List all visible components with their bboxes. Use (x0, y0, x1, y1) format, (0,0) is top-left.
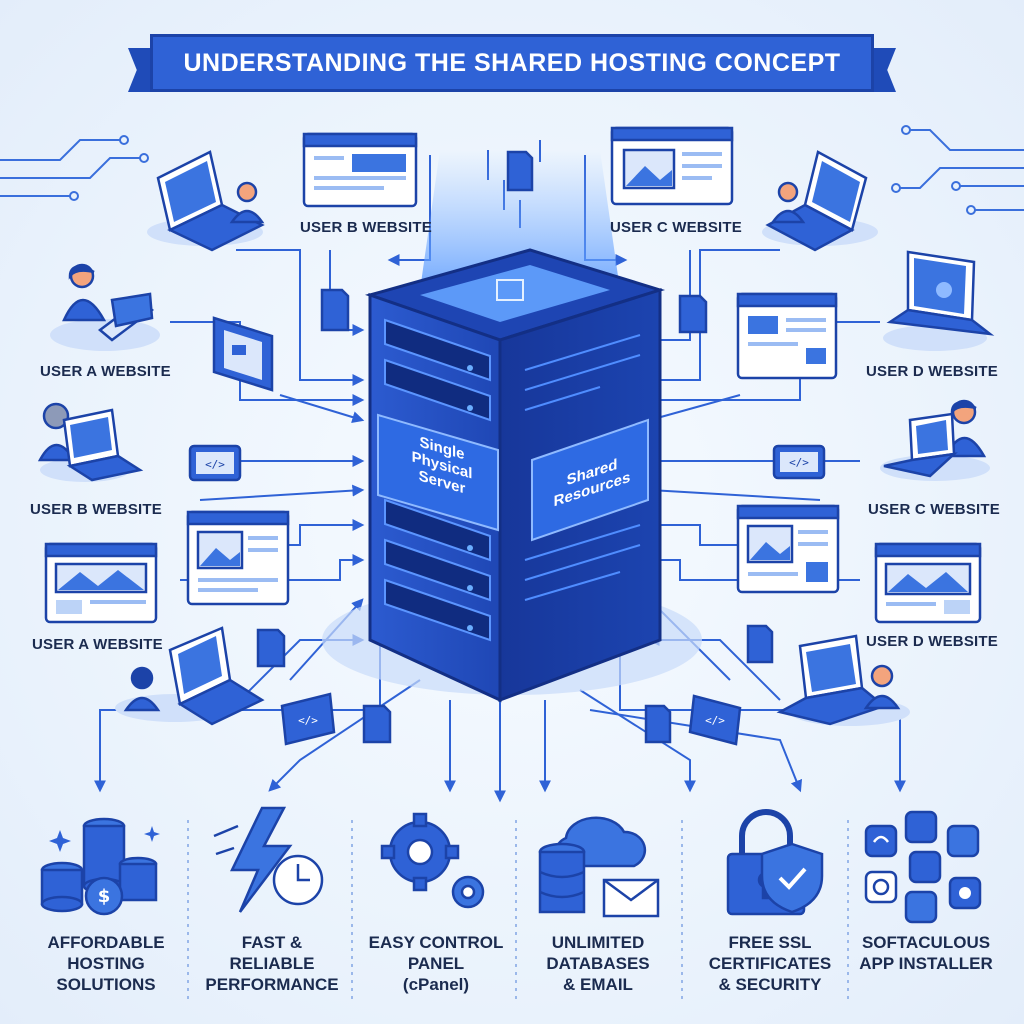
svg-text:$: $ (98, 886, 111, 907)
front-label-plate (377, 413, 499, 532)
svg-text:</>: </> (205, 458, 225, 471)
feature-label-line: Panel (407, 954, 465, 973)
feature-label-line: Easy Control (368, 933, 504, 952)
browser-window-icon (736, 504, 840, 594)
laptop-icon (115, 626, 265, 726)
browser-window-icon (212, 316, 274, 392)
side-panel-lines (524, 334, 641, 601)
feature-label-line: Solutions (56, 975, 156, 994)
user-avatar-icon (863, 664, 901, 710)
browser-window-icon (874, 542, 982, 624)
website-label-user-c: USER C WEBSITE (610, 219, 742, 236)
title-banner: UNDERSTANDING THE SHARED HOSTING CONCEPT (128, 34, 896, 94)
feature-ssl-security: Free SSL Certificates & Security (690, 932, 850, 995)
person-with-laptop-icon (50, 263, 160, 351)
feature-control-panel: Easy Control Panel (cPanel) (356, 932, 516, 995)
feature-label-line: Free SSL (728, 933, 812, 952)
coins-icon: $ (40, 817, 160, 916)
feature-fast-reliable: Fast & Reliable Performance (192, 932, 352, 995)
feature-label-line: Softaculous (861, 933, 991, 952)
feature-label-line: Performance (205, 975, 339, 994)
monitor-with-user-icon (37, 402, 144, 482)
server-top-glow (420, 265, 610, 322)
svg-text:</>: </> (789, 456, 809, 469)
website-label-user-d: USER D WEBSITE (866, 363, 998, 380)
circuit-decoration-right (891, 125, 1024, 215)
feature-label-line: Affordable (47, 933, 165, 952)
feature-label-line: Unlimited (551, 933, 645, 952)
database-cloud-email-icon (538, 816, 660, 918)
feature-label-line: & Security (718, 975, 822, 994)
code-snippet-icon: </> (688, 694, 742, 746)
page-title: UNDERSTANDING THE SHARED HOSTING CONCEPT (183, 48, 841, 77)
user-avatar-icon (123, 666, 161, 712)
feature-databases-email: Unlimited Databases & Email (518, 932, 678, 995)
laptop-icon (147, 150, 265, 252)
website-label-user-b: USER B WEBSITE (30, 501, 162, 518)
feature-affordable-hosting: Affordable Hosting Solutions (26, 932, 186, 995)
circuit-decoration-left (0, 135, 149, 201)
feature-label-line: Reliable (229, 954, 315, 973)
website-label-user-a: USER A WEBSITE (40, 363, 171, 380)
gears-icon (380, 812, 485, 909)
app-grid-icon (864, 810, 982, 924)
feature-label-line: Certificates (708, 954, 832, 973)
rack-units (384, 318, 491, 642)
monitor-with-user-icon (880, 399, 990, 481)
feature-icons: $ (40, 806, 982, 924)
browser-window-icon (302, 132, 418, 208)
svg-text:</>: </> (705, 714, 725, 727)
rack-leds (467, 365, 473, 631)
browser-window-icon (610, 126, 734, 206)
feature-label-line: Fast & (241, 933, 303, 952)
chip-icon (496, 279, 524, 301)
website-label-user-c: USER C WEBSITE (868, 501, 1000, 518)
browser-window-icon (186, 510, 290, 606)
light-beam (420, 150, 620, 290)
user-avatar-icon (229, 181, 265, 224)
code-snippet-icon: </> (772, 444, 826, 480)
website-label-user-a: USER A WEBSITE (32, 636, 163, 653)
website-label-user-b: USER B WEBSITE (300, 219, 432, 236)
code-snippet-icon: </> (188, 444, 242, 482)
laptop-icon (883, 250, 995, 351)
side-label-plate (531, 418, 649, 542)
laptop-icon (776, 634, 910, 726)
feature-app-installer: Softaculous App Installer (846, 932, 1006, 974)
feature-label-line: Databases (546, 954, 650, 973)
lightning-clock-icon (213, 806, 324, 913)
feature-label-line: (cPanel) (402, 975, 470, 994)
website-label-user-d: USER D WEBSITE (866, 633, 998, 650)
laptop-icon (762, 150, 878, 252)
feature-label-line: App Installer (859, 954, 993, 973)
browser-window-icon (44, 542, 158, 624)
svg-text:</>: </> (298, 714, 318, 727)
feature-label-line: Hosting (67, 954, 145, 973)
document-icon (256, 150, 774, 744)
browser-window-icon (736, 292, 838, 380)
code-snippet-icon: </> (280, 692, 336, 746)
feature-label-line: & Email (563, 975, 633, 994)
user-avatar-icon (770, 181, 806, 224)
lock-shield-icon (726, 809, 824, 916)
banner-ribbon: UNDERSTANDING THE SHARED HOSTING CONCEPT (150, 34, 874, 92)
